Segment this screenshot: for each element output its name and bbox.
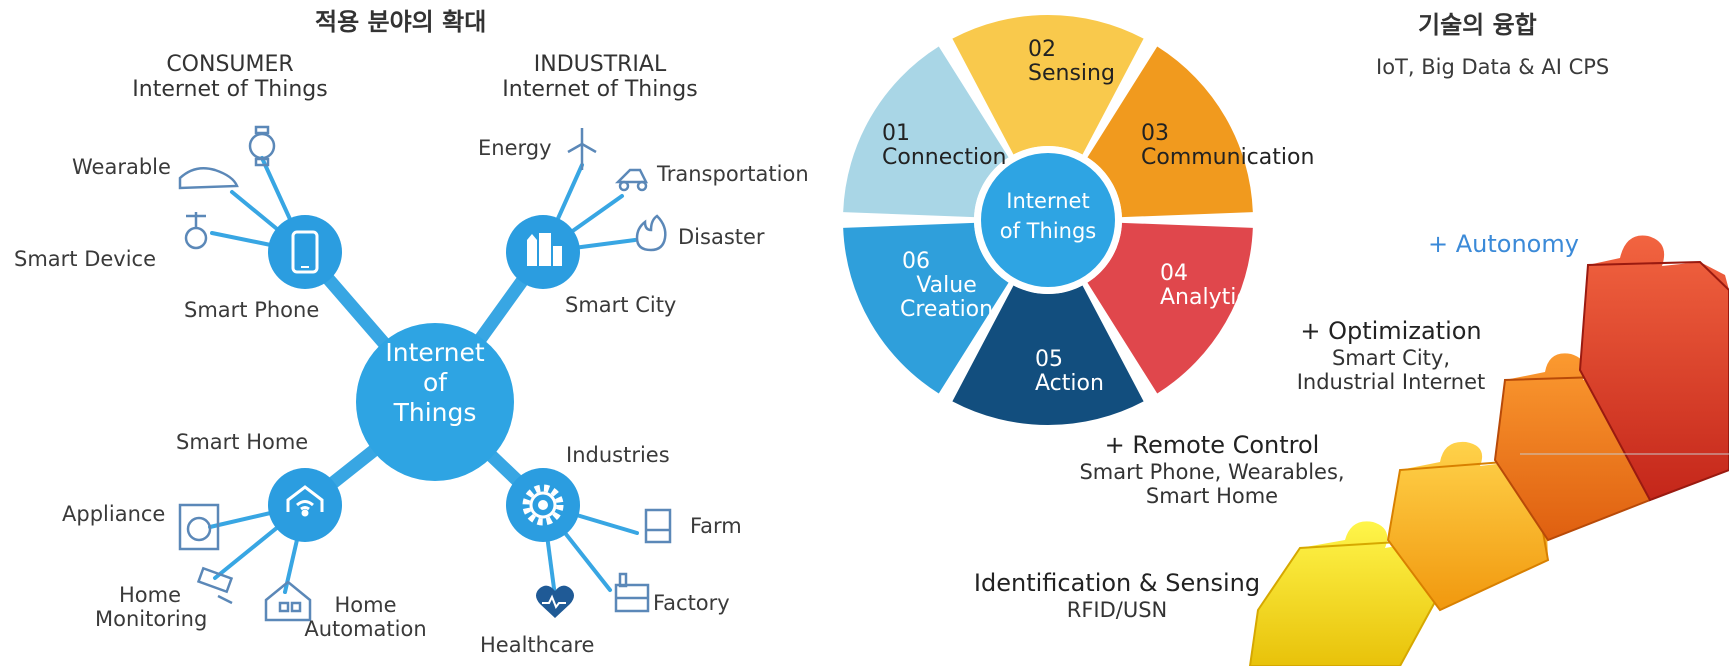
smartphone-icon (291, 230, 319, 274)
smart-home-label: Smart Home (176, 430, 309, 454)
wheel-center-circle (981, 153, 1115, 287)
smartwatch-icon (248, 125, 276, 167)
disaster-label: Disaster (678, 225, 765, 249)
washing-machine-icon (178, 503, 220, 551)
appliance-label: Appliance (62, 502, 166, 526)
sneaker-icon (178, 167, 239, 190)
fire-icon (635, 214, 667, 252)
smart-phone-label: Smart Phone (184, 298, 320, 322)
consumer-heading: CONSUMER Internet of Things (132, 52, 328, 103)
smart-home-node (268, 468, 342, 542)
optimization-block: + Optimization Smart City, Industrial In… (1296, 317, 1486, 394)
wheel-segment-06 (843, 222, 1009, 394)
smart-device-label: Smart Device (14, 247, 157, 271)
healthcare-label: Healthcare (480, 633, 595, 657)
factory-label: Factory (653, 591, 730, 615)
segment-04-label: 04 Analytics (1160, 261, 1260, 311)
hub-label: Internet of Things (385, 338, 485, 427)
farm-label: Farm (690, 514, 742, 538)
gear-icon (522, 484, 564, 526)
industrial-heading: INDUSTRIAL Internet of Things (502, 52, 698, 103)
heart-pulse-icon (536, 585, 574, 618)
wheel-segment-03 (1087, 46, 1253, 218)
industries-label: Industries (566, 443, 670, 467)
vehicle-icon (614, 168, 649, 192)
tractor-icon (644, 508, 672, 544)
smart-house-icon (264, 580, 312, 622)
thermometer-device-icon (184, 212, 208, 250)
left-title: 적용 분야의 확대 (315, 8, 487, 36)
home-monitoring-label: Home Monitoring (95, 583, 208, 632)
right-subtitle: IoT, Big Data & AI CPS (1376, 55, 1610, 79)
wifi-house-icon (286, 485, 324, 517)
puzzle-piece-4 (1578, 235, 1729, 502)
city-buildings-icon (527, 233, 562, 266)
autonomy-heading: + Autonomy (1428, 230, 1579, 258)
smart-phone-node (268, 215, 342, 289)
right-title: 기술의 융합 (1418, 11, 1537, 39)
energy-label: Energy (478, 136, 552, 160)
segment-05-label: 05 Action (1035, 347, 1104, 397)
wheel-segment-05 (952, 285, 1144, 425)
wheel-segment-04 (1087, 222, 1253, 394)
wheel-center-label: Internet of Things (999, 189, 1097, 244)
segment-02-label: 02 Sensing (1028, 37, 1115, 87)
smart-city-label: Smart City (565, 293, 677, 317)
identification-block: Identification & Sensing RFID/USN (973, 569, 1261, 622)
segment-01-label: 01 Connection (882, 121, 1007, 171)
wheel-segment-01 (843, 46, 1009, 218)
transportation-label: Transportation (657, 162, 809, 186)
leaf-icons (178, 125, 672, 622)
security-camera-icon (196, 566, 234, 605)
wheel-segment-02 (952, 14, 1144, 155)
hub-circle (356, 323, 514, 481)
wind-turbine-icon (567, 128, 597, 170)
segment-03-label: 03 Communication (1141, 121, 1315, 171)
wheel-segments (843, 14, 1253, 425)
remote-control-block: + Remote Control Smart Phone, Wearables,… (1079, 431, 1345, 508)
factory-icon (614, 572, 650, 613)
segment-06-label: 06 Value Creation (900, 249, 994, 323)
wearable-label: Wearable (72, 155, 171, 179)
home-automation-label: Home Automation (304, 593, 427, 642)
